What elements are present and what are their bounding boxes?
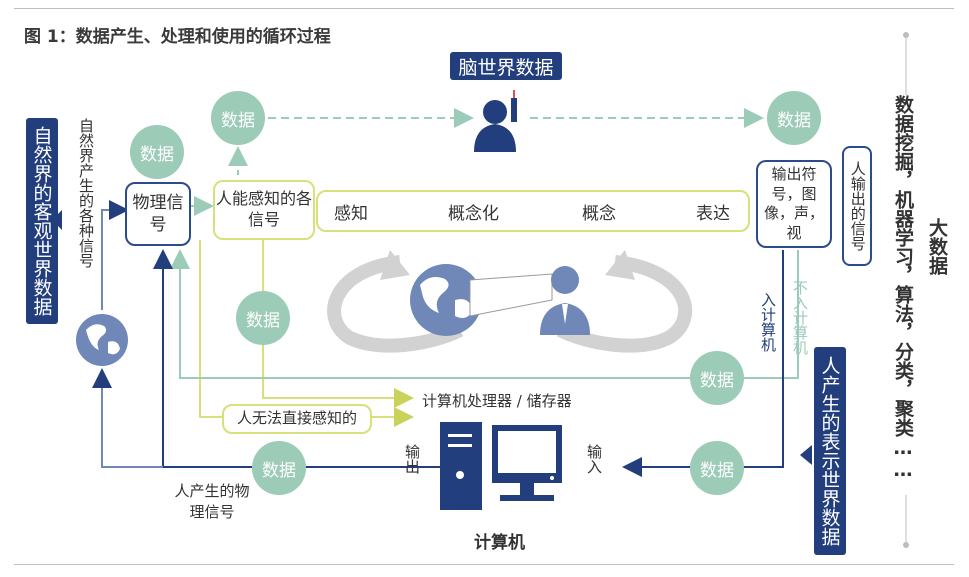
input-label: 输入	[585, 444, 603, 474]
cycle-arrow-icon-right	[556, 250, 692, 353]
output-label: 输出	[403, 444, 421, 474]
top-rule	[14, 8, 954, 9]
vision-cone	[469, 273, 553, 317]
perception-pipeline-box	[316, 190, 750, 232]
globe-icon-left	[76, 314, 128, 366]
processor-storage-label: 计算机处理器 / 储存器	[422, 392, 572, 410]
human-world-data-badge: 人产生的表示世界数据	[814, 347, 846, 555]
human-output-signals-box: 人输出的信号	[842, 146, 872, 266]
data-circle-6: 数据	[252, 441, 306, 495]
arrow-not-into-computer-loop	[170, 249, 799, 379]
not-perceivable-box: 人无法直接感知的	[222, 404, 372, 434]
output-symbols-box: 输出符号，图像，声，视	[756, 160, 832, 248]
brain-world-data-badge: 脑世界数据	[450, 52, 562, 80]
human-physical-signals-label: 人产生的物理信号	[174, 482, 250, 521]
arrow-output-to-physical	[153, 249, 440, 468]
globe-icon-center	[410, 264, 482, 336]
arrow-physical-to-unperceivable	[199, 240, 222, 418]
cycle-arrow-icon-left	[327, 250, 464, 353]
perceived-signals-box: 人能感知的各信号	[213, 180, 315, 240]
computer-label: 计算机	[474, 533, 525, 553]
data-circle-5: 数据	[690, 351, 744, 405]
nature-signals-label: 自然界产生的各种信号	[77, 118, 95, 268]
perceive-label: 感知	[334, 204, 368, 224]
concept-label: 概念	[582, 204, 616, 224]
data-circle-4: 数据	[236, 291, 290, 345]
not-into-computer-label: 不入计算机	[791, 280, 809, 355]
conceptualize-label: 概念化	[448, 204, 499, 224]
data-circle-3: 数据	[767, 91, 821, 145]
monitor-icon	[492, 425, 562, 501]
figure-title: 图 1：数据产生、处理和使用的循环过程	[24, 27, 331, 47]
natural-world-data-badge: 自然界的客观世界数据	[26, 118, 58, 324]
data-circle-1: 数据	[130, 125, 184, 179]
big-data-methods-label: 数据挖掘，机器学习，算法，分类，聚类……	[890, 95, 917, 495]
into-computer-label: 入计算机	[759, 292, 777, 352]
data-circle-2: 数据	[211, 91, 265, 145]
physical-signal-box: 物理信号	[125, 182, 191, 246]
express-label: 表达	[696, 204, 730, 224]
bottom-rule	[14, 564, 954, 565]
person-icon-top	[474, 90, 517, 152]
tower-icon	[440, 422, 482, 510]
arrow-globe-to-physical	[101, 200, 129, 310]
person-icon-center	[540, 266, 590, 335]
big-data-label: 大数据	[926, 218, 948, 275]
arrow-to-globe	[92, 368, 163, 468]
arrow-into-computer	[622, 250, 784, 477]
data-circle-7: 数据	[690, 441, 744, 495]
badge-pointer-right	[800, 445, 812, 465]
